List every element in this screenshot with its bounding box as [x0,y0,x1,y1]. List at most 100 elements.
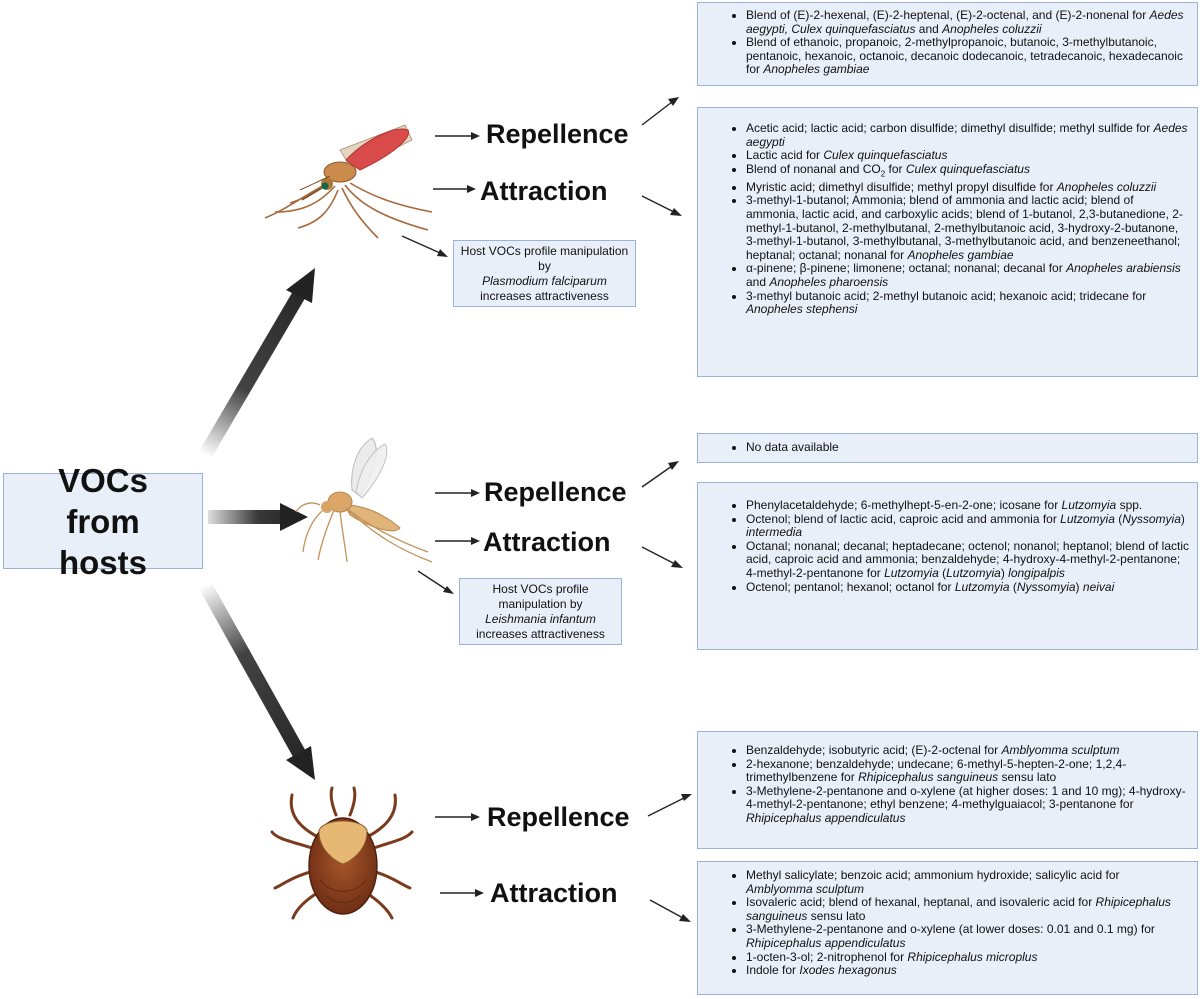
item-text: Octenol; pentanol; hexanol; octanol for [746,579,955,594]
list-item: Blend of ethanoic, propanoic, 2-methylpr… [746,35,1189,77]
item-text: 3-methyl-1-butanol; Ammonia; blend of am… [746,193,1183,262]
list-item: Isovaleric acid; blend of hexanal, hepta… [746,895,1189,923]
species-name: Rhipicephalus appendiculatus [746,935,906,950]
tick-repellence-list: Benzaldehyde; isobutyric acid; (E)-2-oct… [698,732,1197,829]
species-name: Rhipicephalus sanguineus [858,770,999,785]
item-text: Phenylacetaldehyde; 6-methylhept-5-en-2-… [746,498,1062,512]
list-item: Octanal; nonanal; decanal; heptadecane; … [746,538,1189,581]
species-name: Aedes aegypti [746,121,1188,149]
sandfly-icon [295,437,433,563]
item-text: Blend of (E)-2-hexenal, (E)-2-heptenal, … [746,8,1150,22]
source-box: VOCs from hosts [3,462,203,581]
species-name: Lutzomyia [954,579,1010,594]
tick-attraction-box: Methyl salicylate; benzoic acid; ammoniu… [697,861,1198,995]
item-text: ( [938,565,947,580]
species-name: Rhipicephalus microplus [907,949,1038,964]
list-item: Methyl salicylate; benzoic acid; ammoniu… [746,868,1189,896]
list-item: α-pinene; β-pinene; limonene; octanal; n… [746,262,1189,289]
item-text: sensu lato [807,908,866,923]
big-arrow-to-tick [198,581,315,780]
item-text: Octanal; nonanal; decanal; heptadecane; … [746,538,1189,580]
species-name: Anopheles stephensi [746,302,858,317]
tick-attraction-label: Attraction [490,878,618,908]
big-arrow-to-mosquito [198,268,315,459]
list-item: Octenol; pentanol; hexanol; octanol for … [746,579,1189,595]
item-text: 3-methyl butanoic acid; 2-methyl butanoi… [746,288,1147,303]
item-text: ( [1114,511,1123,526]
mosquito-icon [264,124,433,239]
species-name: Anopheles arabiensis [1066,261,1181,276]
item-text: Indole for [746,963,800,978]
sandfly-attraction-list: Phenylacetaldehyde; 6-methylhept-5-en-2-… [698,483,1197,597]
sandfly-manipulation-note: Host VOCs profile manipulation by Leishm… [459,578,622,645]
list-item: Myristic acid; dimethyl disulfide; methy… [746,179,1189,195]
item-text: for [885,161,906,176]
species-name: Amblyomma sculptum [1001,743,1120,757]
item-text: Lactic acid for [746,148,824,163]
item-text: Benzaldehyde; isobutyric acid; (E)-2-oct… [746,743,1002,757]
item-text: spp. [1116,498,1143,512]
mosquito-repellence-list: Blend of (E)-2-hexenal, (E)-2-heptenal, … [698,3,1197,80]
tick-repellence-box: Benzaldehyde; isobutyric acid; (E)-2-oct… [697,731,1198,849]
species-name: Lutzomyia [1061,498,1117,512]
list-item: 3-methyl-1-butanol; Ammonia; blend of am… [746,194,1189,262]
mosquito-manipulation-note: Host VOCs profile manipulation by Plasmo… [453,240,636,307]
list-item: No data available [746,440,1189,455]
note-pathogen: Leishmania infantum [485,611,596,626]
sandfly-attraction-box: Phenylacetaldehyde; 6-methylhept-5-en-2-… [697,482,1198,650]
item-text: and [746,274,770,289]
note-text-before: Host VOCs profile manipulation by [460,243,629,273]
mosquito-attraction-list: Acetic acid; lactic acid; carbon disulfi… [698,108,1197,320]
species-name: Ixodes hexagonus [799,963,897,978]
list-item: Acetic acid; lactic acid; carbon disulfi… [746,121,1189,149]
item-text: Acetic acid; lactic acid; carbon disulfi… [746,121,1154,135]
species-name: Nyssomyia [1122,511,1181,526]
item-text: ) [1000,565,1009,580]
item-text: Octenol; blend of lactic acid, caproic a… [746,511,1061,526]
species-name: Culex quinquefasciatus [905,161,1030,176]
sandfly-repellence-box: No data available [697,433,1198,463]
list-item: Indole for Ixodes hexagonus [746,963,1189,978]
species-name: neivai [1082,579,1115,594]
list-item: 2-hexanone; benzaldehyde; undecane; 6-me… [746,757,1189,785]
item-text: sensu lato [998,770,1057,785]
species-name: Anopheles gambiae [763,62,870,77]
item-text: α-pinene; β-pinene; limonene; octanal; n… [746,261,1067,276]
species-name: Lutzomyia [884,565,939,580]
list-item: 1-octen-3-ol; 2-nitrophenol for Rhipicep… [746,949,1189,965]
species-name: Anopheles gambiae [907,247,1014,262]
note-text-after: increases attractiveness [476,626,605,641]
list-item: Phenylacetaldehyde; 6-methylhept-5-en-2-… [746,498,1189,513]
item-text: 1-octen-3-ol; 2-nitrophenol for [746,949,908,964]
list-item: Lactic acid for Culex quinquefasciatus [746,148,1189,163]
tick-repellence-label: Repellence [487,802,630,832]
item-text: 3-Methylene-2-pentanone and o-xylene (at… [746,783,1186,812]
item-text: 3-Methylene-2-pentanone and o-xylene (at… [746,922,1155,937]
item-text: Blend of ethanoic, propanoic, 2-methylpr… [746,35,1183,77]
species-name: Anopheles pharoensis [769,274,889,289]
item-text: and [915,21,943,36]
big-arrow-to-sandfly [208,503,308,531]
item-text: ) [1075,579,1083,594]
list-item: 3-methyl butanoic acid; 2-methyl butanoi… [746,288,1189,317]
tick-attraction-list: Methyl salicylate; benzoic acid; ammoniu… [698,862,1197,981]
item-text: ) [1180,511,1185,526]
mosquito-attraction-box: Acetic acid; lactic acid; carbon disulfi… [697,107,1198,377]
item-text: ( [1009,579,1017,594]
item-text: Myristic acid; dimethyl disulfide; methy… [746,179,1057,194]
tick-icon [270,786,414,920]
item-text: Methyl salicylate; benzoic acid; ammoniu… [746,868,1120,882]
connector-arrows [401,97,692,922]
mosquito-repellence-box: Blend of (E)-2-hexenal, (E)-2-heptenal, … [697,2,1198,86]
source-title: VOCs from hosts [58,461,148,581]
mosquito-attraction-label: Attraction [480,176,608,206]
species-name: Anopheles coluzzii [1056,179,1157,194]
note-pathogen: Plasmodium falciparum [482,273,607,288]
species-name: Rhipicephalus appendiculatus [746,810,906,825]
species-name: Culex quinquefasciatus [823,148,948,163]
list-item: Blend of nonanal and CO2 for Culex quinq… [746,161,1189,181]
sandfly-repellence-label: Repellence [484,477,627,507]
species-name: Rhipicephalus sanguineus [746,895,1171,923]
species-name: Anopheles coluzzii [942,21,1042,36]
